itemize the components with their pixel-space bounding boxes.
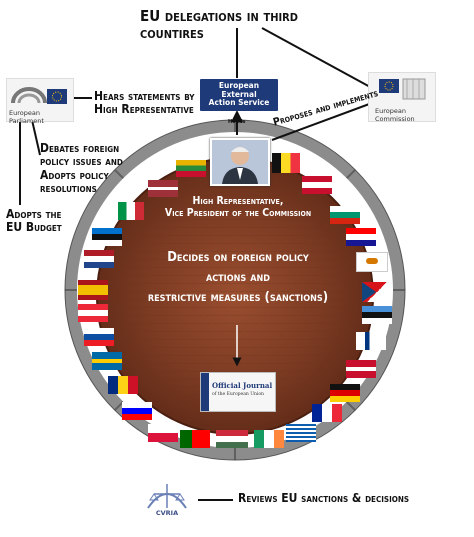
hr-title: High Representative, Vice President of t… — [140, 195, 336, 220]
eeas-line2: Action Service — [208, 98, 270, 108]
parliament-label: European Parliament — [9, 109, 44, 125]
portrait-icon — [212, 140, 268, 184]
debates-line3: Adopts policy — [40, 167, 109, 182]
hears-statements-label: Hears statements by High Representative — [94, 89, 195, 117]
court-label: CVRIA — [155, 509, 179, 517]
eeas-box: European External Action Service — [200, 79, 278, 111]
debates-label: Debates foreign policy issues and Adopts… — [40, 141, 150, 196]
debates-line4: resolutions — [40, 181, 97, 196]
adopts-line1: Adopts the — [6, 207, 62, 221]
official-journal-icon — [201, 373, 209, 411]
decides-line2: actions and — [205, 270, 271, 286]
official-journal: Official Journal of the European Union — [200, 372, 276, 412]
court-of-justice-logo: CVRIA — [140, 478, 194, 520]
eu-delegations-label: EU delegations in third countires — [140, 7, 299, 42]
adopts-budget-label: Adopts the EU Budget — [6, 207, 62, 235]
european-commission-logo: European Commission — [368, 72, 436, 123]
hr-line1: High Representative, — [192, 195, 284, 207]
adopts-line2: EU Budget — [6, 220, 62, 235]
european-parliament-logo: European Parliament — [6, 78, 74, 125]
decides-line3: restrictive measures (sanctions) — [147, 290, 329, 306]
commission-building-icon — [379, 78, 426, 100]
oj-title: Official Journal — [212, 381, 273, 390]
reviews-label: Reviews EU sanctions & decisions — [238, 491, 410, 505]
commission-label: European Commission — [375, 107, 415, 123]
hr-line2: Vice President of the Commission — [164, 206, 312, 219]
hears-line2: High Representative — [94, 102, 194, 117]
oj-subtitle: of the European Union — [212, 392, 264, 397]
high-representative-portrait — [210, 138, 270, 186]
court-of-justice-icon — [147, 484, 187, 509]
debates-line2: policy issues and — [40, 154, 123, 169]
hears-line1: Hears statements by — [94, 89, 195, 103]
parliament-hemicycle-icon — [11, 87, 67, 104]
heads-label: Heads — [228, 119, 246, 125]
decides-line1: Decides on foreign policy — [167, 250, 309, 265]
eeas-line1: European External — [218, 81, 260, 99]
decides-text: Decides on foreign policy actions and re… — [120, 248, 356, 308]
debates-line1: Debates foreign — [40, 141, 120, 155]
